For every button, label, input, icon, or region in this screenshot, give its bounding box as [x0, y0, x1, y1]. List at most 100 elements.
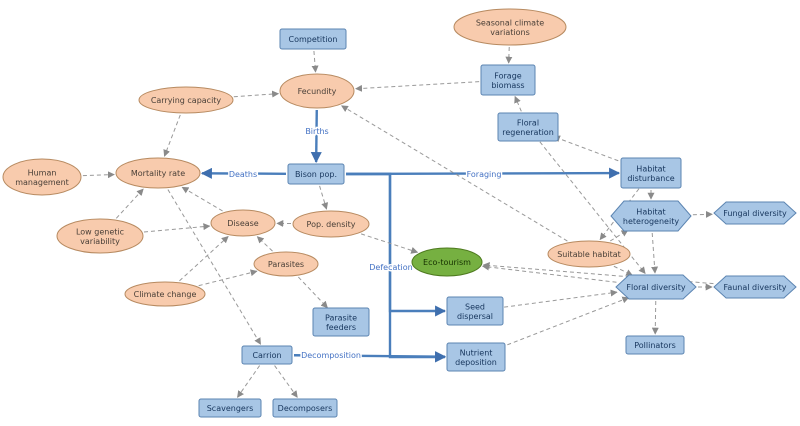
suitable-habitat[interactable]: Suitable habitat [547, 240, 631, 268]
edge-carrion--nutrient-deposition [293, 351, 447, 363]
pollinators-shape [625, 335, 685, 355]
pollinators[interactable]: Pollinators [625, 335, 685, 355]
edge-competition--fecundity [311, 50, 319, 73]
pollinators-label: Pollinators [634, 341, 676, 350]
disease[interactable]: Disease [210, 209, 276, 237]
disease-shape [210, 209, 276, 237]
edge-seasonal-climate-variations--forage-biomass [505, 46, 513, 64]
edge-label-deaths: Deaths [229, 170, 257, 179]
mortality-rate-shape [115, 157, 201, 189]
edge-parasites--disease [256, 236, 273, 252]
nutrient-deposition-shape [446, 342, 506, 372]
pop-density-shape [292, 210, 370, 238]
carrion-label: Carrion [252, 351, 281, 360]
edge-bison-pop--habitat-disturbance [345, 167, 621, 179]
bison-pop-shape [287, 163, 345, 185]
edge-suitable-habitat--habitat-heterogeneity [610, 229, 629, 242]
faunal-diversity-shape [713, 275, 797, 299]
eco-tourism-shape [411, 247, 483, 277]
carrying-capacity-shape [138, 86, 234, 114]
habitat-heterogeneity-shape [610, 200, 692, 232]
edge-suitable-habitat--fecundity [341, 105, 568, 242]
floral-diversity[interactable]: Floral diversity [615, 274, 697, 300]
disease-label: Disease [227, 219, 259, 228]
edge-climate-change--disease [179, 236, 229, 282]
edge-label-foraging: Foraging [467, 170, 502, 179]
eco-tourism[interactable]: Eco-tourism [411, 247, 483, 277]
edge-mortality-rate--carrion [167, 189, 262, 345]
pop-density[interactable]: Pop. density [292, 210, 370, 238]
habitat-disturbance-shape [620, 157, 682, 189]
bison-pop-label: Bison pop. [295, 170, 337, 179]
edge-fecundity--bison-pop [310, 109, 322, 164]
edge-habitat-disturbance--floral-regeneration [552, 135, 626, 164]
parasite-feeders-shape [312, 307, 370, 337]
faunal-diversity[interactable]: Faunal diversity [713, 275, 797, 299]
fecundity-label: Fecundity [298, 87, 337, 96]
decomposers[interactable]: Decomposers [272, 398, 338, 418]
competition[interactable]: Competition [279, 28, 347, 50]
climate-change[interactable]: Climate change [124, 281, 206, 307]
eco-tourism-label: Eco-tourism [423, 258, 471, 267]
floral-regeneration-shape [497, 112, 559, 142]
edge-climate-change--parasites [198, 269, 258, 287]
fecundity[interactable]: Fecundity [279, 73, 355, 109]
edge-bison-pop--pop-density [319, 185, 329, 210]
edge-carrying-capacity--fecundity [233, 90, 280, 98]
edge-carrion--scavengers [237, 365, 261, 398]
carrion[interactable]: Carrion [241, 345, 293, 365]
climate-change-shape [124, 281, 206, 307]
competition-label: Competition [289, 35, 338, 44]
fungal-diversity-shape [713, 201, 797, 225]
pop-density-label: Pop. density [307, 220, 356, 229]
parasites-shape [253, 251, 319, 277]
seasonal-climate-variations-shape [453, 8, 567, 46]
suitable-habitat-label: Suitable habitat [557, 250, 621, 259]
carrying-capacity[interactable]: Carrying capacity [138, 86, 234, 114]
edge-disease--mortality-rate [181, 186, 223, 212]
edge-parasites--parasite-feeders [298, 276, 328, 309]
edge-low-genetic-variability--disease [143, 223, 211, 233]
edge-label-decomposition: Decomposition [301, 351, 361, 360]
edge-floral-diversity--eco-tourism [481, 263, 617, 283]
scavengers-shape [198, 398, 262, 418]
parasites[interactable]: Parasites [253, 251, 319, 277]
fungal-diversity[interactable]: Fungal diversity [713, 201, 797, 225]
edge-habitat-heterogeneity--floral-diversity [651, 232, 659, 274]
faunal-diversity-label: Faunal diversity [723, 283, 786, 292]
edge-suitable-habitat--floral-diversity [613, 265, 634, 276]
edge-bison-pop--mortality-rate [200, 167, 287, 179]
scavengers-label: Scavengers [207, 404, 254, 413]
mortality-rate-label: Mortality rate [131, 169, 185, 178]
edge-human-management--mortality-rate [82, 171, 115, 179]
decomposers-shape [272, 398, 338, 418]
edge-carrion--decomposers [274, 365, 298, 398]
mortality-rate[interactable]: Mortality rate [115, 157, 201, 189]
edge-label-births: Births [305, 127, 328, 136]
edge-floral-diversity--pollinators [651, 300, 659, 335]
climate-change-label: Climate change [134, 290, 197, 299]
floral-diversity-label: Floral diversity [626, 283, 685, 292]
carrying-capacity-label: Carrying capacity [151, 96, 222, 105]
edge-carrying-capacity--mortality-rate [163, 114, 181, 157]
bison-pop[interactable]: Bison pop. [287, 163, 345, 185]
scavengers[interactable]: Scavengers [198, 398, 262, 418]
